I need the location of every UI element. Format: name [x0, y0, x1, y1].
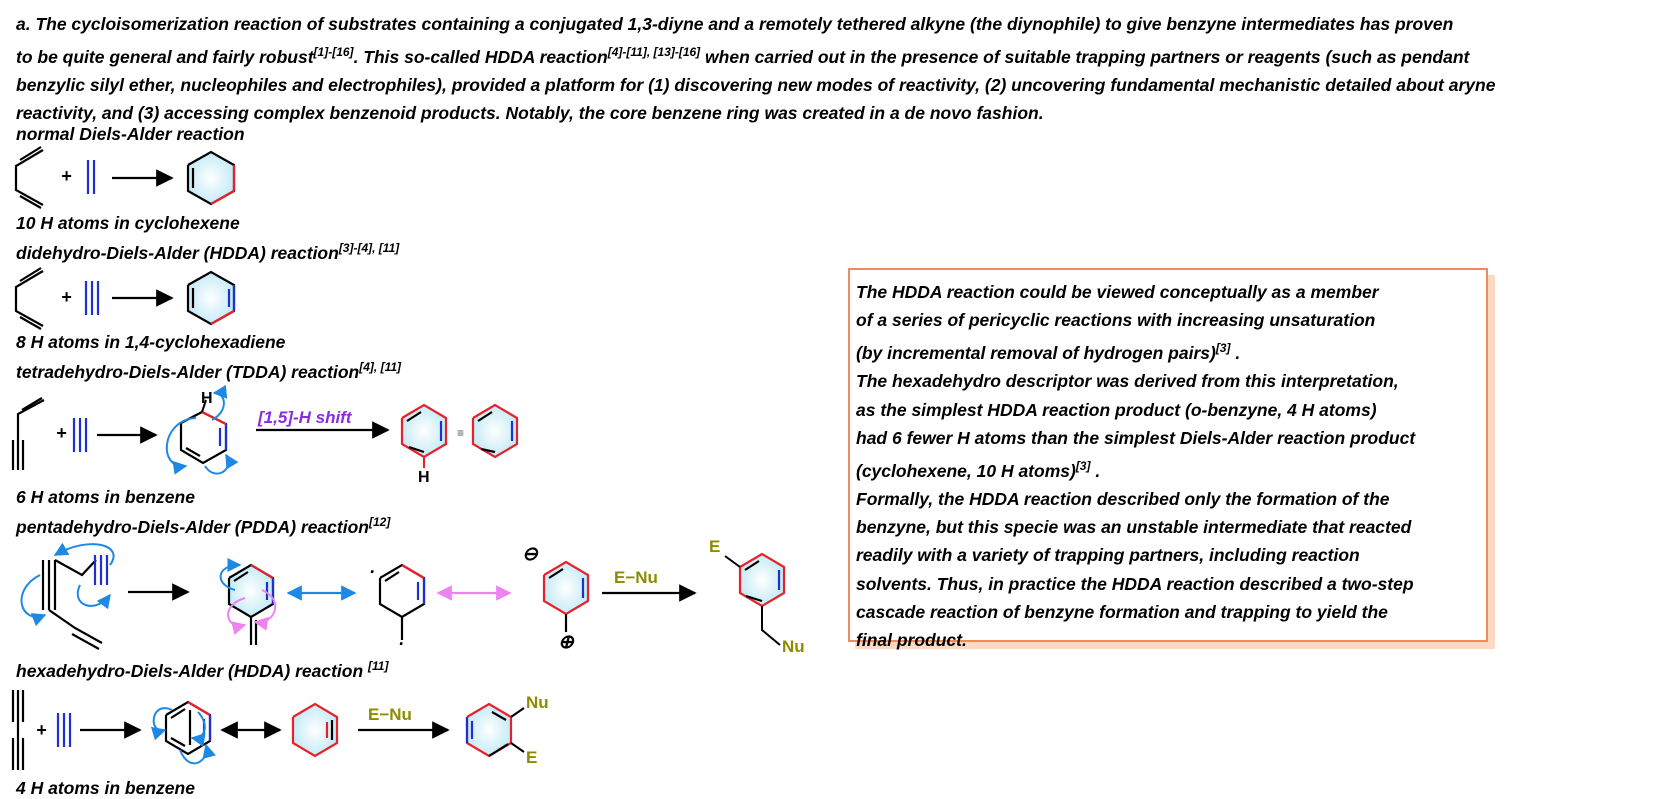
tdda-title-text: tetradehydro-Diels-Alder (TDDA) reaction	[16, 361, 360, 382]
da-dienophile	[86, 160, 96, 194]
reagent-label: E−Nu	[368, 705, 412, 724]
nu-label: Nu	[782, 637, 805, 656]
tdda-enyne	[11, 397, 45, 470]
diradical-intermediate: · ·	[369, 562, 426, 654]
plus-sign: +	[61, 166, 72, 186]
dda-reference: [3]-[4], [11]	[338, 241, 400, 255]
benzene-kekule	[471, 403, 519, 459]
zwitterion-intermediate: ⊖ ⊕	[522, 544, 590, 653]
intro-line-2-text: to be quite general and fairly robust	[16, 46, 314, 67]
intro-paragraph: a. The cycloisomerization reaction of su…	[16, 10, 1676, 127]
note-line: The HDDA reaction could be viewed concep…	[856, 282, 1379, 302]
intro-line-1: a. The cycloisomerization reaction of su…	[16, 14, 1454, 34]
radical-dot: ·	[398, 634, 404, 654]
note-line: (cyclohexene, 10 H atoms)[3] .	[856, 452, 1480, 485]
cyclohexadiene-ring	[186, 270, 236, 326]
h-atom: H	[201, 390, 213, 407]
dda-title: didehydro-Diels-Alder (HDDA) reaction[3]…	[16, 241, 399, 264]
pdda-title: pentadehydro-Diels-Alder (PDDA) reaction…	[16, 515, 390, 538]
note-reference: [3]	[1075, 459, 1091, 474]
hdda-alkyne	[56, 713, 72, 747]
e-label: E	[526, 748, 537, 767]
note-line: readily with a variety of trapping partn…	[856, 545, 1360, 566]
dda-alkyne	[84, 281, 100, 315]
cyclohexene-ring	[186, 150, 236, 206]
h-atom: H	[418, 469, 430, 486]
e-label: E	[709, 537, 720, 556]
pdda-product: E Nu	[709, 537, 805, 656]
da-diene	[14, 146, 44, 209]
hdda-product: Nu E	[465, 693, 549, 767]
note-line: of a series of pericyclic reactions with…	[856, 310, 1376, 331]
curly-arrow	[211, 384, 228, 421]
note-line: as the simplest HDDA reaction product (o…	[856, 399, 1377, 420]
note-box: The HDDA reaction could be viewed concep…	[848, 268, 1488, 650]
note-text: (cyclohexene, 10 H atoms)	[856, 460, 1076, 481]
hdda-title-text: hexadehydro-Diels-Alder (HDDA) reaction	[16, 660, 369, 681]
note-line: cascade reaction of benzyne formation an…	[856, 601, 1388, 622]
note-line: Formally, the HDDA reaction described on…	[856, 489, 1390, 510]
minus-charge: ⊖	[522, 544, 539, 565]
isoaromatic-intermediate: H	[165, 384, 239, 475]
nu-label: Nu	[526, 693, 549, 712]
intro-line-2-text-b: . This so-called HDDA reaction	[353, 46, 608, 67]
tdda-reference: [4], [11]	[359, 360, 402, 374]
note-reference: [3]	[1215, 341, 1231, 356]
hdda-diyne	[11, 690, 25, 770]
hdda-reference: [11]	[368, 659, 389, 673]
reaction-schemes: + + +	[11, 146, 805, 770]
pdda-title-text: pentadehydro-Diels-Alder (PDDA) reaction	[16, 516, 369, 537]
dda-caption: 8 H atoms in 1,4-cyclohexadiene	[16, 332, 286, 352]
hdda-intermediate	[150, 700, 216, 765]
intro-line-3: benzylic silyl ether, nucleophiles and e…	[16, 74, 1496, 95]
intro-line-4: reactivity, and (3) accessing complex be…	[16, 102, 1044, 123]
plus-sign: +	[61, 287, 72, 307]
dda-diene	[14, 267, 44, 330]
da-caption: 10 H atoms in cyclohexene	[16, 213, 240, 233]
curly-arrow	[204, 453, 239, 475]
note-line: (by incremental removal of hydrogen pair…	[856, 334, 1480, 367]
hdda-caption: 4 H atoms in benzene	[16, 778, 195, 798]
note-line: had 6 fewer H atoms than the simplest Di…	[856, 427, 1416, 448]
pdda-reference: [12]	[368, 515, 391, 529]
da-title: normal Diels-Alder reaction	[16, 124, 245, 144]
note-text: .	[1090, 460, 1101, 481]
hdda-title: hexadehydro-Diels-Alder (HDDA) reaction …	[16, 659, 388, 682]
intro-line-2: to be quite general and fairly robust[1]…	[16, 38, 1676, 71]
note-line: final product.	[856, 630, 967, 651]
intro-line-2-text-c: when carried out in the presence of suit…	[700, 46, 1470, 67]
reference-2: [4]-[11], [13]-[16]	[607, 45, 701, 59]
note-line: solvents. Thus, in practice the HDDA rea…	[856, 573, 1414, 594]
shift-label: [1,5]-H shift	[257, 408, 353, 427]
radical-dot: ·	[369, 562, 375, 582]
note-line: benzyne, but this specie was an unstable…	[856, 517, 1412, 538]
dda-title-text: didehydro-Diels-Alder (HDDA) reaction	[16, 242, 339, 263]
note-line: The hexadehydro descriptor was derived f…	[856, 371, 1399, 392]
tdda-caption: 6 H atoms in benzene	[16, 487, 195, 507]
equivalence-sign: ≡	[457, 426, 464, 440]
reference-1: [1]-[16]	[313, 45, 354, 59]
note-text: .	[1230, 343, 1241, 364]
tdda-alkyne	[72, 418, 88, 452]
benzene-product: H	[400, 403, 448, 486]
pdda-substrate	[20, 542, 115, 650]
note-text: (by incremental removal of hydrogen pair…	[856, 343, 1216, 364]
curly-arrow	[165, 417, 197, 475]
plus-sign: +	[56, 423, 67, 443]
plus-sign: +	[36, 720, 47, 740]
pdda-intermediate	[219, 558, 277, 645]
plus-charge: ⊕	[558, 632, 575, 653]
benzyne	[291, 702, 339, 758]
reagent-label: E−Nu	[614, 568, 658, 587]
tdda-title: tetradehydro-Diels-Alder (TDDA) reaction…	[16, 360, 401, 383]
